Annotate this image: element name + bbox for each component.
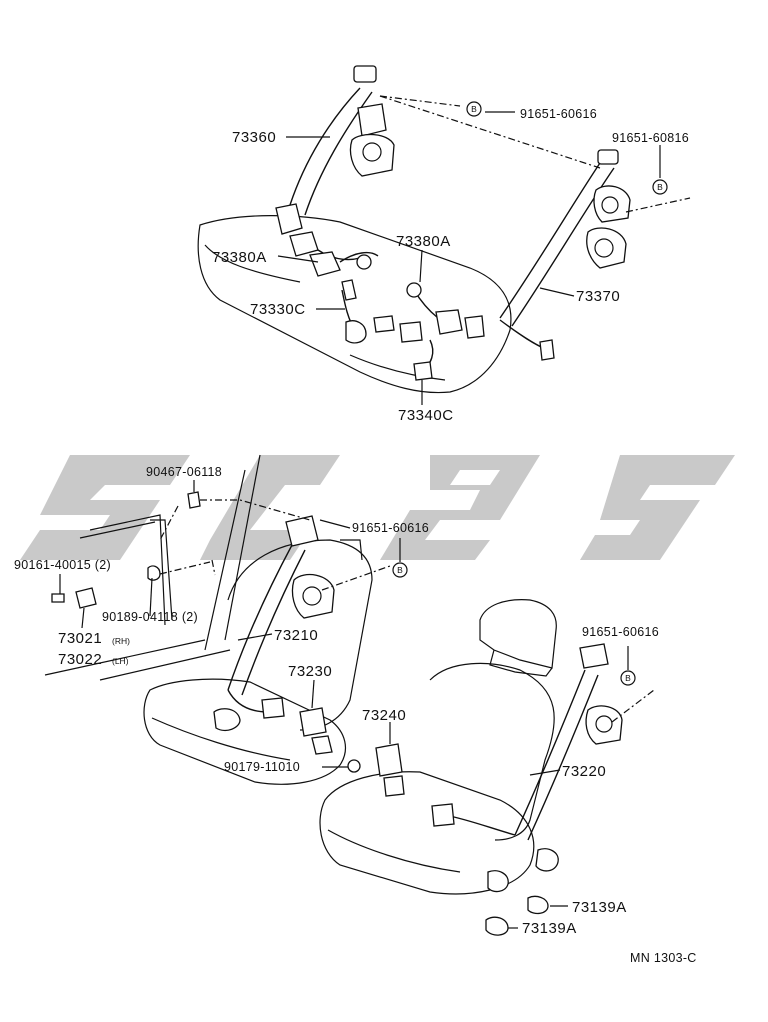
- left-anchor-73330c: [341, 279, 423, 344]
- marker-b-topright: B: [652, 179, 668, 195]
- center-buckle-73380a: [406, 282, 485, 339]
- label-90179-11010: 90179-11010: [224, 760, 300, 774]
- marker-b-mid: B: [392, 562, 408, 578]
- left-buckle-73380a: [309, 251, 379, 277]
- label-73022: 73022: [58, 651, 102, 668]
- label-73022-side: (LH): [112, 656, 129, 666]
- left-front-belt-73210: [213, 515, 335, 732]
- watermark-logo: [20, 455, 735, 560]
- label-73021-side: (RH): [112, 636, 130, 646]
- reference-code: MN 1303-C: [630, 951, 697, 965]
- center-belt-73340c: [413, 339, 434, 381]
- label-90161-40015: 90161-40015 (2): [14, 558, 111, 572]
- left-front-seat: [143, 539, 373, 785]
- body-pillar-outline: [44, 454, 261, 681]
- label-91651-60616-mid: 91651-60616: [352, 521, 429, 535]
- label-91651-60616-right: 91651-60616: [582, 625, 659, 639]
- svg-text:B: B: [625, 673, 631, 683]
- marker-b-right: B: [620, 670, 636, 686]
- washers-73139a: [485, 895, 549, 936]
- svg-text:B: B: [657, 182, 663, 192]
- label-73240: 73240: [362, 707, 406, 724]
- label-90189-04118: 90189-04118 (2): [102, 610, 198, 624]
- rear-seat-cushion: [197, 215, 512, 394]
- right-front-belt-73220: [431, 643, 623, 893]
- label-73380a-left: 73380A: [212, 249, 267, 266]
- label-73139a-lower: 73139A: [522, 920, 577, 937]
- buckle-73230: [299, 707, 333, 755]
- buckle-73240: [375, 743, 405, 797]
- svg-text:B: B: [471, 104, 477, 114]
- front-label-leaders: [59, 480, 629, 929]
- front-bolt-leaders: [159, 499, 655, 723]
- label-73139a-upper: 73139A: [572, 899, 627, 916]
- label-73330c: 73330C: [250, 301, 306, 318]
- label-73360: 73360: [232, 129, 276, 146]
- label-73021: 73021: [58, 630, 102, 647]
- label-73340c: 73340C: [398, 407, 454, 424]
- label-91651-60616-top: 91651-60616: [520, 107, 597, 121]
- right-rear-belt-73370: [499, 149, 631, 361]
- nut-90179: [347, 759, 361, 773]
- label-73210: 73210: [274, 627, 318, 644]
- pillar-hardware: [51, 491, 201, 609]
- label-90467-06118: 90467-06118: [146, 465, 222, 479]
- rear-label-leaders: [277, 111, 661, 405]
- label-73230: 73230: [288, 663, 332, 680]
- label-73380a-right: 73380A: [396, 233, 451, 250]
- marker-b-top: B: [466, 101, 482, 117]
- left-rear-belt-73360: [275, 65, 395, 261]
- label-73220: 73220: [562, 763, 606, 780]
- svg-text:B: B: [397, 565, 403, 575]
- right-front-seat: [319, 599, 557, 895]
- label-91651-60816-topright: 91651-60816: [612, 131, 689, 145]
- rear-bolt-leaders: [379, 95, 691, 213]
- label-73370: 73370: [576, 288, 620, 305]
